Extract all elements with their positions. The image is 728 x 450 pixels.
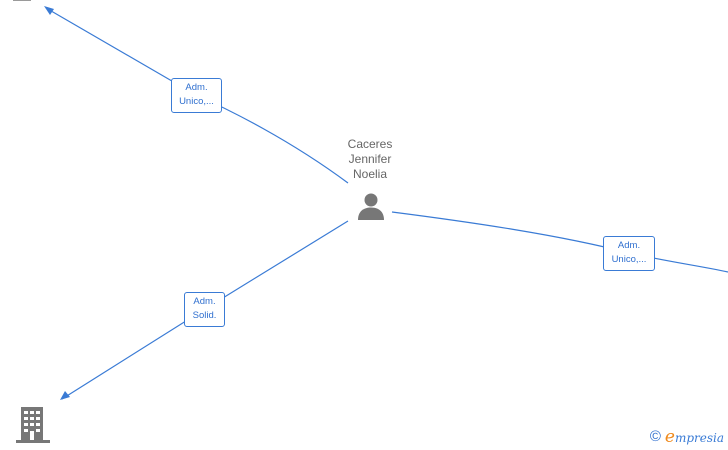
edge-label-line: Adm. xyxy=(617,240,641,251)
edge-label-line: Unico,... xyxy=(611,254,647,265)
edge-label-line: Solid. xyxy=(192,310,217,321)
copyright-symbol: © xyxy=(649,428,661,445)
arrowhead-bottom-left xyxy=(60,391,70,400)
arrowhead-top-left xyxy=(44,6,54,15)
person-name-line: Noelia xyxy=(352,167,388,181)
edge-label-role[interactable]: Adm. Solid. xyxy=(184,292,225,327)
brand-initial: e xyxy=(664,427,675,447)
footer-branding: © empresia xyxy=(650,427,724,447)
building-icon[interactable] xyxy=(11,0,33,2)
brand-logo[interactable]: empresia xyxy=(665,427,724,447)
edge-label-line: Unico,... xyxy=(179,96,214,107)
edge-label-line: Adm. xyxy=(185,82,208,93)
person-name-line: Caceres xyxy=(347,137,393,151)
person-name[interactable]: Caceres Jennifer Noelia xyxy=(320,137,420,182)
edge-line-right xyxy=(391,211,728,273)
building-icon[interactable] xyxy=(16,407,50,443)
edge-label-role[interactable]: Adm. Unico,... xyxy=(603,236,655,271)
person-name-line: Jennifer xyxy=(348,152,392,166)
brand-name: mpresia xyxy=(674,431,724,445)
edge-label-role[interactable]: Adm. Unico,... xyxy=(171,78,222,113)
edge-label-line: Adm. xyxy=(193,296,216,307)
person-icon[interactable] xyxy=(356,191,386,221)
